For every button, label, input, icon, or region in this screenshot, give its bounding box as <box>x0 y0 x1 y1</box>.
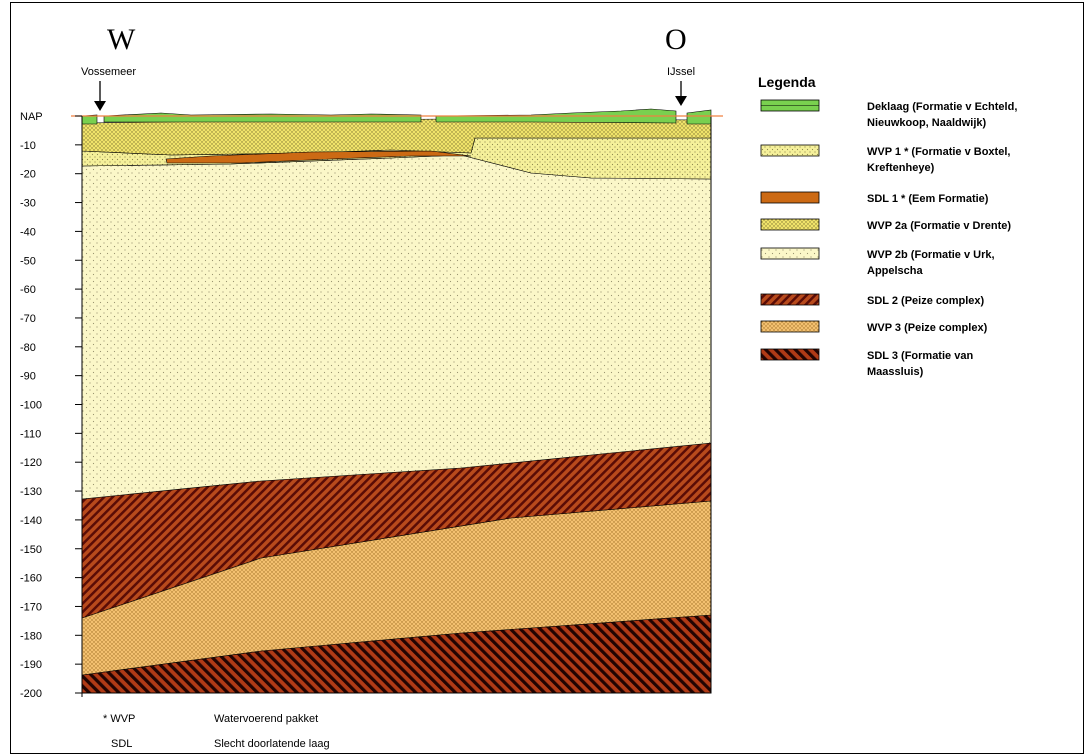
depth-label: -90 <box>20 371 36 383</box>
depth-label: -80 <box>20 342 36 354</box>
depth-label: -50 <box>20 255 36 267</box>
depth-label: -160 <box>20 573 42 585</box>
cross-section-canvas: W O Vossemeer IJssel <box>20 23 1017 750</box>
west-label: W <box>107 23 136 56</box>
arrow-down-icon <box>675 81 687 106</box>
legend-swatch-wvp3 <box>760 320 820 333</box>
note-text-sdl: Slecht doorlatende laag <box>214 738 330 750</box>
depth-label: -10 <box>20 140 36 152</box>
legend-swatch-wvp2a <box>760 218 820 231</box>
depth-label: -180 <box>20 630 42 642</box>
legend-swatch-sdl1 <box>760 191 820 204</box>
note-abbr-sdl: SDL <box>111 738 132 750</box>
legend-swatch-wvp1 <box>760 144 820 157</box>
legend-swatch-sdl2 <box>760 293 820 306</box>
legend-label-deklaag: Nieuwkoop, Naaldwijk) <box>867 117 987 129</box>
legend-label-wvp3: WVP 3 (Peize complex) <box>867 322 988 334</box>
depth-label: -110 <box>20 428 41 440</box>
legend-label-sdl1: SDL 1 * (Eem Formatie) <box>867 193 989 205</box>
notes: * WVP Watervoerend pakket SDL Slecht doo… <box>103 713 330 750</box>
arrow-down-icon <box>94 81 106 111</box>
legend-label-deklaag: Deklaag (Formatie v Echteld, <box>867 101 1017 113</box>
legend-label-sdl3: Maassluis) <box>867 366 924 378</box>
note-text-wvp: Watervoerend pakket <box>214 713 318 725</box>
depth-label: -30 <box>20 198 36 210</box>
cross-section <box>81 108 712 694</box>
nap-label: NAP <box>20 111 43 123</box>
legend-swatch-sdl3 <box>760 348 820 361</box>
layer-wvp2a <box>81 118 712 156</box>
depth-axis: NAP <box>20 111 83 697</box>
layer-sdl1 <box>165 150 472 164</box>
legend-label-sdl3: SDL 3 (Formatie van <box>867 350 973 362</box>
depth-label: -100 <box>20 400 42 412</box>
location-vossemeer: Vossemeer <box>81 66 136 78</box>
depth-label: -140 <box>20 515 42 527</box>
legend-title: Legenda <box>758 74 816 90</box>
diagram-frame: W O Vossemeer IJssel <box>10 2 1084 754</box>
layer-wvp2b <box>81 154 712 500</box>
layer-deklaag <box>103 112 422 123</box>
legend-label-wvp1: Kreftenheye) <box>867 162 935 174</box>
depth-label: -120 <box>20 457 42 469</box>
layer-deklaag <box>686 109 712 125</box>
legend-swatch-wvp2b <box>760 247 820 260</box>
depth-label: -150 <box>20 544 42 556</box>
east-label: O <box>665 23 687 56</box>
legend-label-sdl2: SDL 2 (Peize complex) <box>867 295 985 307</box>
note-abbr-wvp: * WVP <box>103 713 135 725</box>
legend-label-wvp2a: WVP 2a (Formatie v Drente) <box>867 220 1011 232</box>
depth-label: -170 <box>20 601 42 613</box>
depth-label: -200 <box>20 688 42 700</box>
depth-label: -190 <box>20 659 42 671</box>
depth-label: -130 <box>20 486 42 498</box>
depth-label: -70 <box>20 313 36 325</box>
legend-label-wvp2b: Appelscha <box>867 265 924 277</box>
depth-label: -60 <box>20 284 36 296</box>
legend: Legenda Deklaag (Formatie v Echteld, Nieu… <box>758 74 1017 378</box>
depth-label: -40 <box>20 226 36 238</box>
legend-label-wvp1: WVP 1 * (Formatie v Boxtel, <box>867 146 1010 158</box>
depth-label: -20 <box>20 169 36 181</box>
legend-label-wvp2b: WVP 2b (Formatie v Urk, <box>867 249 995 261</box>
location-ijssel: IJssel <box>667 66 695 78</box>
depth-ticks: -10 -20 -30 -40 -50 -60 -70 -80 -90 -100 -110 -120 -… <box>20 140 82 700</box>
